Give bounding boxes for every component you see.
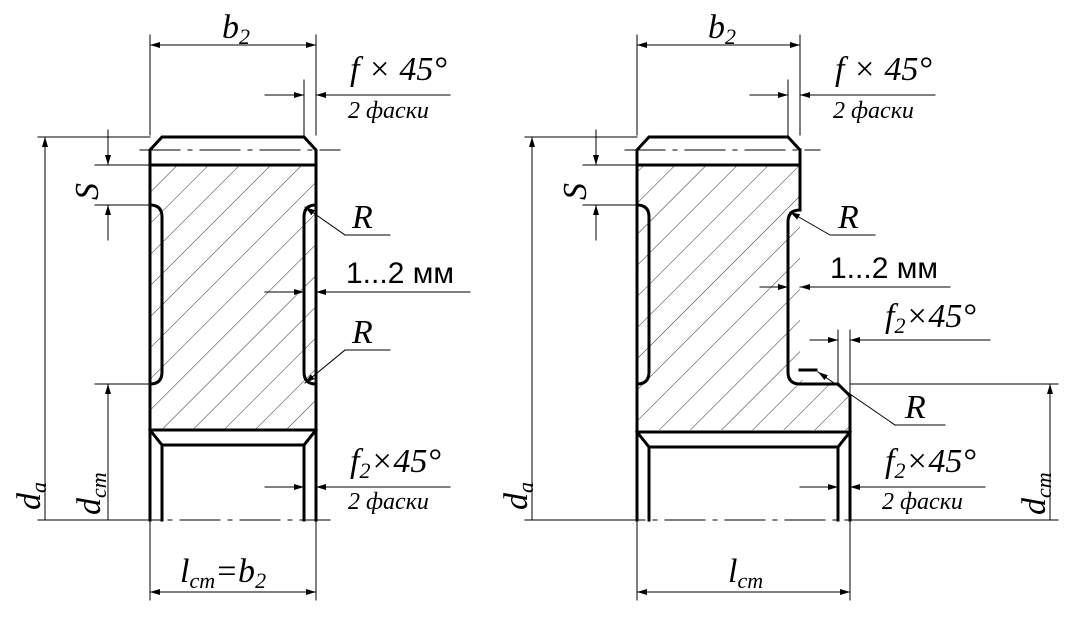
left-dct-label: dст bbox=[71, 472, 111, 515]
left-chamfer-bot-label: f2×45° bbox=[350, 443, 441, 483]
right-gap-label: 1...2 мм bbox=[830, 252, 938, 285]
right-chamfer-bot-label: f2×45° bbox=[885, 443, 976, 483]
right-recess-left bbox=[635, 203, 651, 386]
right-dct-label: dст bbox=[1016, 472, 1056, 515]
right-R3-label: R bbox=[904, 389, 926, 426]
right-S-label: S bbox=[557, 183, 594, 200]
left-chamfer-top-label: f × 45° bbox=[350, 51, 447, 88]
left-chamfer-top-note: 2 фаски bbox=[348, 98, 429, 124]
left-lct-label: lст=b2 bbox=[180, 553, 266, 593]
right-R1-label: R bbox=[837, 199, 859, 236]
right-chamfer-bot-note: 2 фаски bbox=[882, 489, 963, 515]
left-R2-label: R bbox=[351, 314, 373, 351]
right-chamfer-mid-label: f2×45° bbox=[885, 298, 976, 338]
right-chamfer-top-label: f × 45° bbox=[835, 51, 932, 88]
left-b2-label: b2 bbox=[222, 9, 250, 49]
right-chamfer-top-note: 2 фаски bbox=[833, 98, 914, 124]
left-da-label: da bbox=[11, 482, 51, 510]
right-lct-label: lст bbox=[728, 553, 763, 593]
right-gear-drawing: b2 f × 45° 2 фаски S da dст R R 1...2 bbox=[498, 9, 1059, 601]
left-rim-outline bbox=[148, 135, 318, 522]
left-recess-left bbox=[148, 203, 164, 386]
left-gap-label: 1...2 мм bbox=[346, 257, 454, 290]
left-hatched-section bbox=[150, 165, 316, 430]
left-R1-label: R bbox=[351, 199, 373, 236]
left-chamfer-bot-note: 2 фаски bbox=[348, 489, 429, 515]
left-gear-drawing: b2 f × 45° 2 фаски S da dст R R 1...2 мм bbox=[11, 9, 471, 601]
right-da-label: da bbox=[498, 482, 538, 510]
right-b2-label: b2 bbox=[708, 9, 736, 49]
left-S-label: S bbox=[69, 183, 106, 200]
right-hatched-section bbox=[637, 165, 850, 430]
